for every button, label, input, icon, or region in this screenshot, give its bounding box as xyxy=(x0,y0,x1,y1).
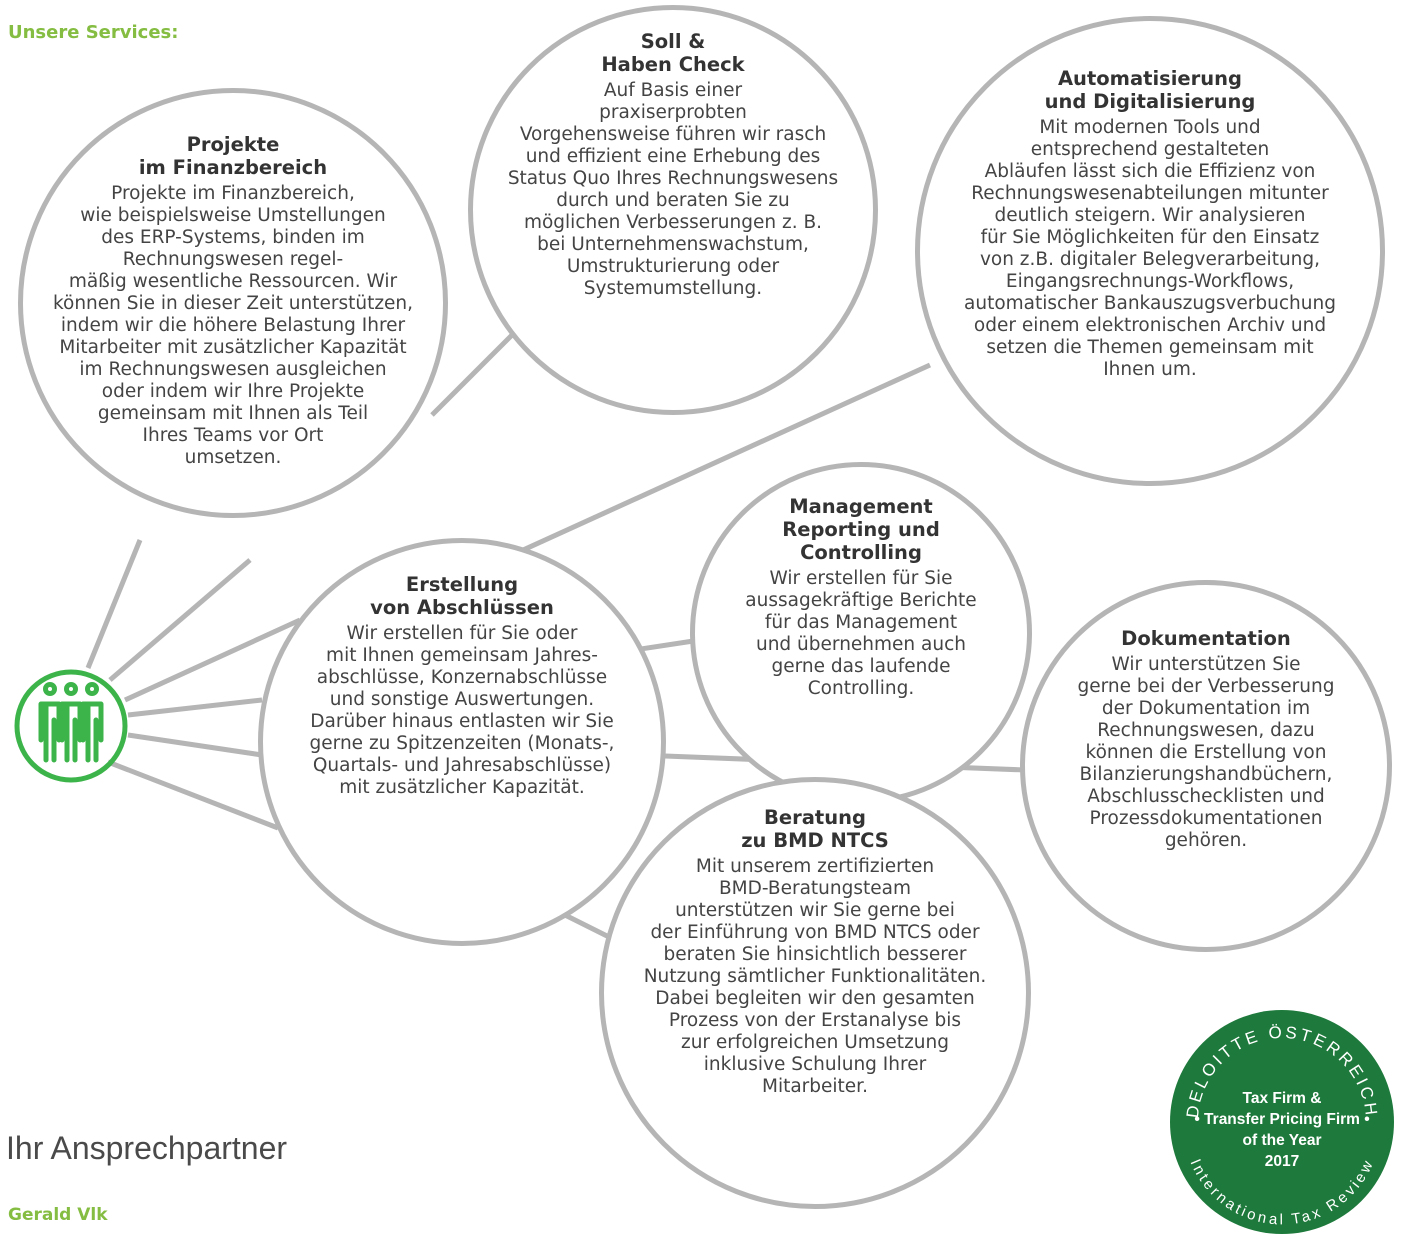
service-circle-erstellung: Erstellung von Abschlüssen Wir erstellen… xyxy=(258,538,666,946)
service-title: Management Reporting und Controlling xyxy=(782,495,940,564)
badge-line-2: • Transfer Pricing Firm • xyxy=(1194,1111,1369,1128)
service-text: Mit unserem zertifizierten BMD-Beratungs… xyxy=(643,856,987,1097)
badge-line-1: Tax Firm & xyxy=(1243,1090,1322,1107)
service-circle-projekte: Projekte im Finanzbereich Projekte im Fi… xyxy=(18,88,448,518)
award-badge: DELOITTE ÖSTERREICH International Tax Re… xyxy=(1168,1008,1396,1236)
service-title: Soll & Haben Check xyxy=(601,30,745,76)
service-circle-soll-haben: Soll & Haben Check Auf Basis einer praxi… xyxy=(468,5,878,415)
contact-name: Gerald Vlk xyxy=(8,1205,108,1225)
service-title: Automatisierung und Digitalisierung xyxy=(1044,67,1256,113)
badge-line-4: 2017 xyxy=(1265,1153,1299,1170)
service-title: Dokumentation xyxy=(1121,627,1291,650)
service-title: Beratung zu BMD NTCS xyxy=(741,806,889,852)
contact-heading: Ihr Ansprechpartner xyxy=(6,1130,288,1166)
badge-line-3: of the Year xyxy=(1243,1132,1322,1149)
service-circle-dokumentation: Dokumentation Wir unterstützen Sie gerne… xyxy=(1020,580,1392,952)
service-title: Erstellung von Abschlüssen xyxy=(370,573,554,619)
service-text: Auf Basis einer praxiserprobten Vorgehen… xyxy=(507,80,839,299)
service-title: Projekte im Finanzbereich xyxy=(138,133,328,179)
service-text: Projekte im Finanzbereich, wie beispiels… xyxy=(52,183,414,468)
service-text: Mit modernen Tools und entsprechend gest… xyxy=(964,117,1336,380)
people-group-icon xyxy=(13,668,129,784)
service-text: Wir unterstützen Sie gerne bei der Verbe… xyxy=(1077,654,1335,851)
service-text: Wir erstellen für Sie aussagekräftige Be… xyxy=(745,568,977,699)
service-circle-automatisierung: Automatisierung und Digitalisierung Mit … xyxy=(915,16,1385,486)
service-text: Wir erstellen für Sie oder mit Ihnen gem… xyxy=(309,623,615,798)
service-circle-management: Management Reporting und Controlling Wir… xyxy=(690,462,1032,804)
section-title: Unsere Services: xyxy=(8,22,179,43)
service-circle-bmd: Beratung zu BMD NTCS Mit unserem zertifi… xyxy=(599,777,1031,1209)
